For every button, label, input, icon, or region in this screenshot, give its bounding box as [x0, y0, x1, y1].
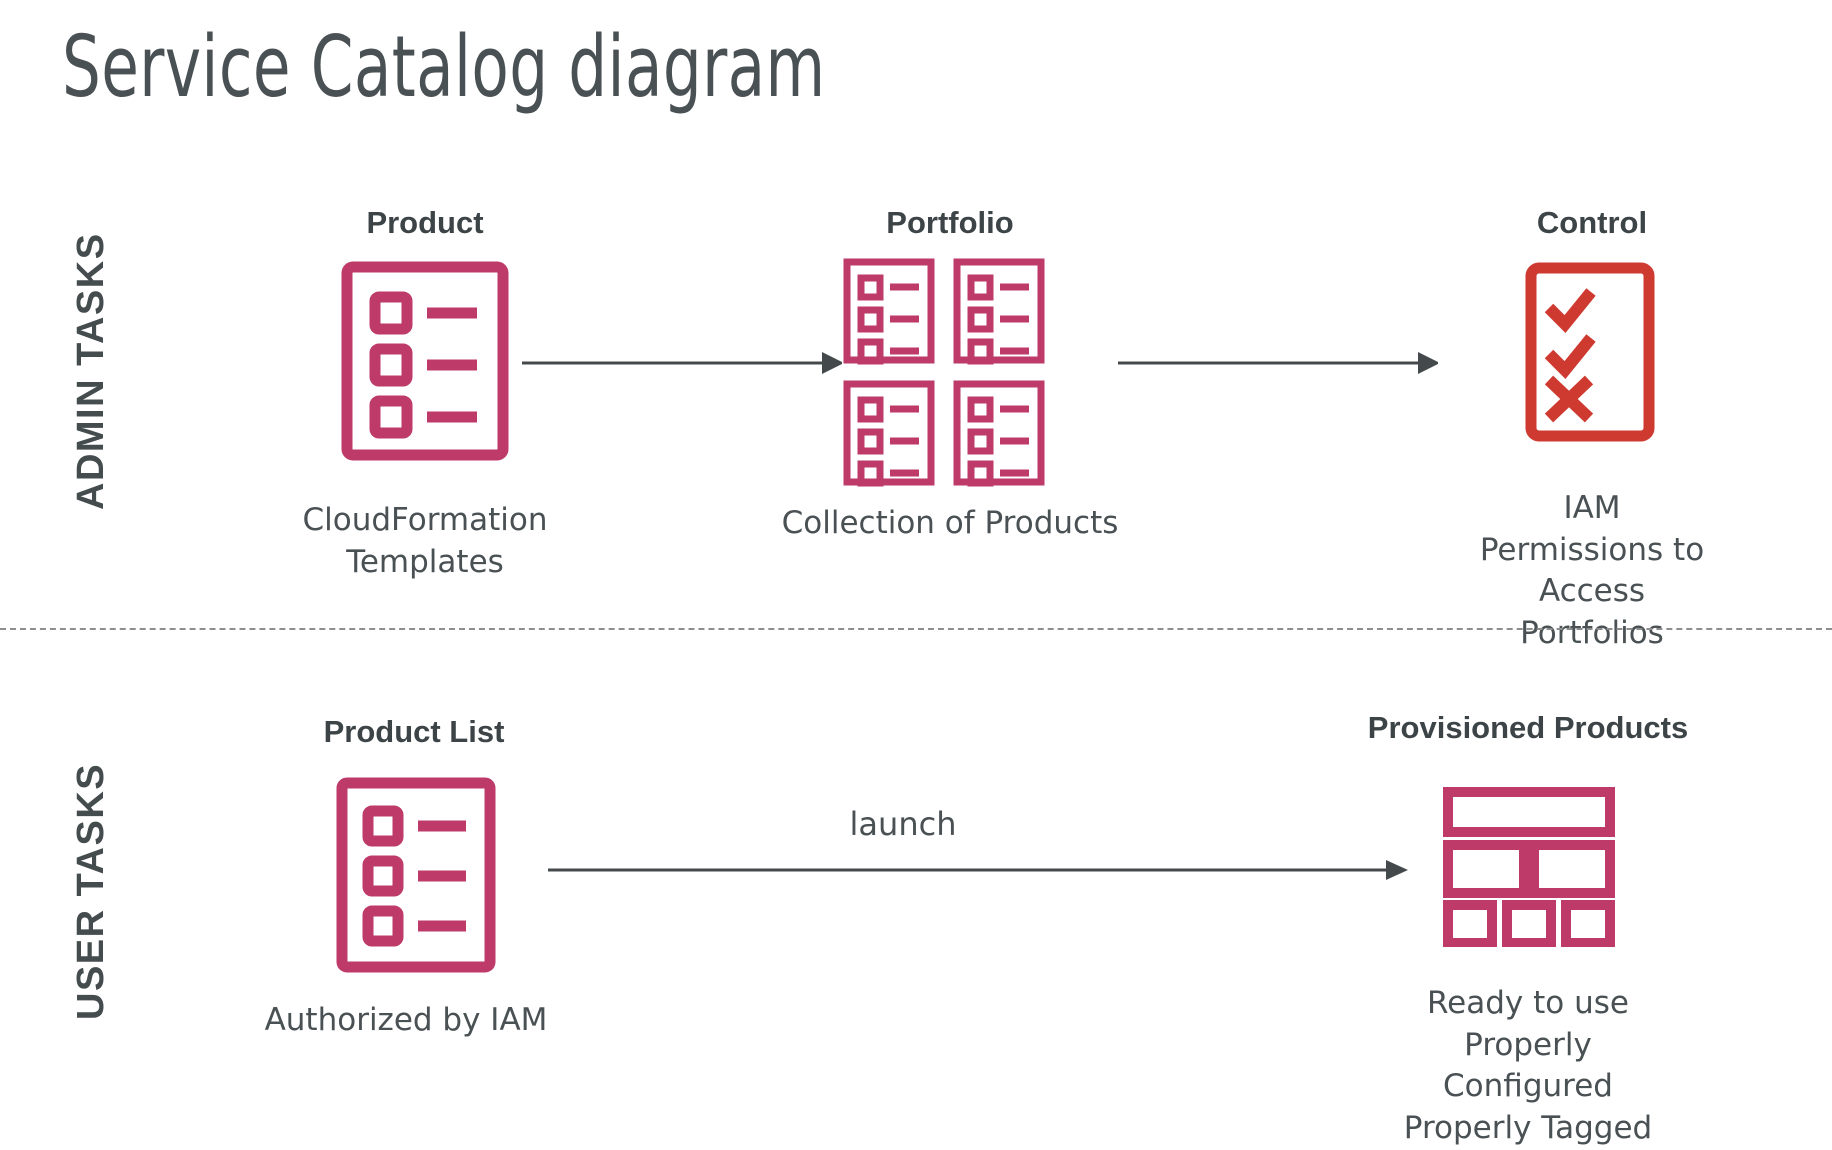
node-heading-portfolio: Portfolio	[886, 205, 1014, 240]
section-label-user-tasks: USER TASKS	[70, 762, 112, 1020]
portfolio-grid-icon	[843, 258, 1059, 493]
section-label-admin-tasks: ADMIN TASKS	[70, 232, 112, 510]
node-caption-provisioned-products: Ready to use Properly Configured Properl…	[1403, 985, 1653, 1146]
checklist-control-icon	[1525, 262, 1655, 447]
section-divider	[0, 628, 1832, 630]
node-caption-control: IAM Permissions to Access Portfolios	[1479, 490, 1705, 651]
product-list-icon	[336, 777, 496, 978]
arrow-product-to-portfolio	[522, 348, 844, 383]
node-heading-provisioned-products: Provisioned Products	[1367, 710, 1689, 745]
node-caption-product-list: Authorized by IAM	[264, 1002, 548, 1038]
launch-arrow	[548, 855, 1408, 890]
node-caption-product: CloudFormation Templates	[302, 502, 548, 580]
node-heading-product: Product	[366, 205, 484, 240]
product-list-icon	[341, 261, 509, 466]
arrow-label-launch: launch	[849, 805, 957, 843]
node-heading-product-list: Product List	[323, 714, 505, 749]
page-title: Service Catalog diagram	[62, 18, 826, 117]
node-caption-portfolio: Collection of Products	[781, 505, 1119, 541]
arrow-portfolio-to-control	[1118, 348, 1440, 383]
provisioned-blocks-icon	[1443, 787, 1615, 952]
node-heading-control: Control	[1536, 205, 1648, 240]
